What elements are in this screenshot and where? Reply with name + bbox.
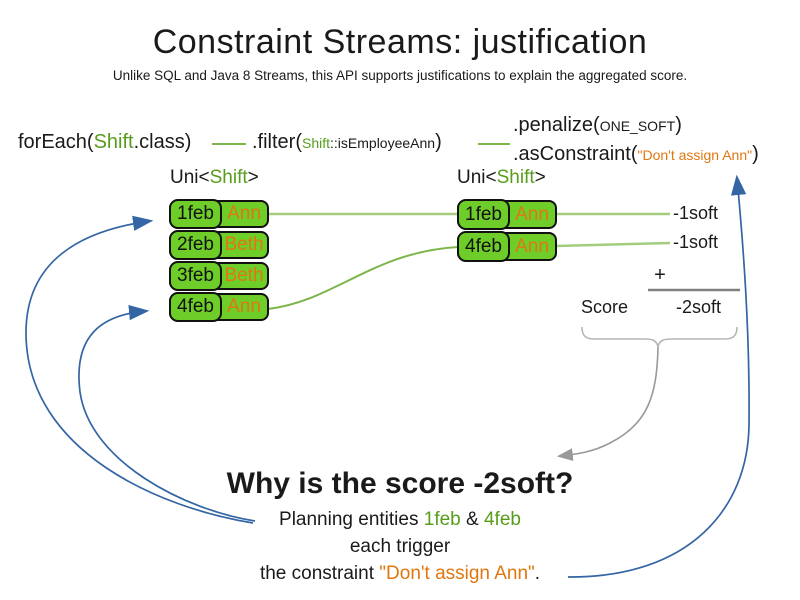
why-line-trigger: each trigger (349, 536, 451, 557)
date-cell: 2feb (169, 230, 222, 260)
code-penalize: .penalize(ONE_SOFT) (513, 114, 682, 137)
filter-post: ) (435, 131, 442, 153)
slide-subtitle: Unlike SQL and Java 8 Streams, this API … (112, 68, 688, 83)
left-type-name: Shift (209, 167, 248, 188)
date-cell: 3feb (169, 261, 222, 291)
filter-pre: .filter( (252, 131, 302, 153)
employee-cell: Ann (227, 296, 261, 317)
employee-cell: Ann (515, 203, 549, 225)
why-l1-amp: & (460, 509, 484, 530)
asconstraint-pre: .asConstraint( (513, 143, 638, 165)
left-row-2feb: Beth 2feb (169, 230, 269, 260)
why-constraint-name: "Don't assign Ann" (379, 563, 535, 584)
why-l3-pre: the constraint (259, 563, 380, 584)
slide-title: Constraint Streams: justification (152, 23, 648, 61)
left-stream-type: Uni<Shift> (170, 167, 259, 189)
penalize-arg: ONE_SOFT (599, 118, 676, 134)
left-row-1feb: Ann 1feb (169, 199, 269, 229)
foreach-post: .class) (133, 131, 192, 153)
left-type-pre: Uni< (170, 167, 210, 188)
why-line-entities: Planning entities 1feb & 4feb (0, 509, 800, 531)
employee-cell: Ann (227, 203, 261, 224)
why-line-constraint: the constraint "Don't assign Ann". (0, 563, 800, 585)
blue-arrow-to-4feb (78, 304, 256, 522)
code-foreach: forEach(Shift.class) (18, 131, 191, 154)
asconstraint-arg: "Don't assign Ann" (637, 147, 753, 163)
blue-arrow-to-constraint (567, 174, 750, 578)
why-l3-post: . (534, 563, 541, 584)
penalty-label-1: -1soft (673, 203, 719, 223)
employee-cell: Ann (515, 235, 549, 257)
stream-curve-4feb (267, 246, 459, 310)
why-l1-pre: Planning entities (279, 509, 424, 530)
score-total: -2soft (676, 297, 722, 317)
penalize-pre: .penalize( (513, 114, 600, 136)
why-entity-1feb: 1feb (423, 509, 461, 530)
penalize-post: ) (675, 114, 682, 136)
score-brace (581, 326, 738, 348)
foreach-class: Shift (93, 131, 134, 153)
plus-sign: + (654, 264, 666, 286)
left-row-4feb: Ann 4feb (169, 292, 269, 322)
blue-arrow-to-1feb (25, 215, 254, 524)
date-cell: 1feb (169, 199, 222, 229)
employee-cell: Beth (224, 265, 264, 286)
score-label: Score (581, 297, 629, 317)
asconstraint-post: ) (752, 143, 759, 165)
date-cell: 4feb (169, 292, 222, 322)
code-asconstraint: .asConstraint("Don't assign Ann") (513, 143, 759, 166)
why-heading: Why is the score -2soft? (226, 467, 574, 500)
right-row-1feb: Ann 1feb (457, 199, 557, 230)
code-filter: .filter(Shift::isEmployeeAnn) (252, 131, 442, 154)
right-stream-type: Uni<Shift> (457, 167, 546, 189)
penalty-label-2: -1soft (673, 232, 719, 252)
right-type-pre: Uni< (457, 167, 497, 188)
penalty-line-2 (555, 241, 671, 248)
filter-arg: ::isEmployeeAnn (330, 135, 436, 151)
date-cell: 1feb (457, 199, 510, 230)
left-row-3feb: Beth 3feb (169, 261, 269, 291)
foreach-pre: forEach( (18, 131, 94, 153)
right-row-4feb: Ann 4feb (457, 231, 557, 262)
date-cell: 4feb (457, 231, 510, 262)
filter-class: Shift (302, 135, 331, 151)
right-type-post: > (534, 167, 546, 188)
right-type-name: Shift (496, 167, 535, 188)
employee-cell: Beth (224, 234, 264, 255)
why-entity-4feb: 4feb (483, 509, 521, 530)
gray-arrow-to-explanation (556, 346, 659, 461)
left-type-post: > (247, 167, 259, 188)
